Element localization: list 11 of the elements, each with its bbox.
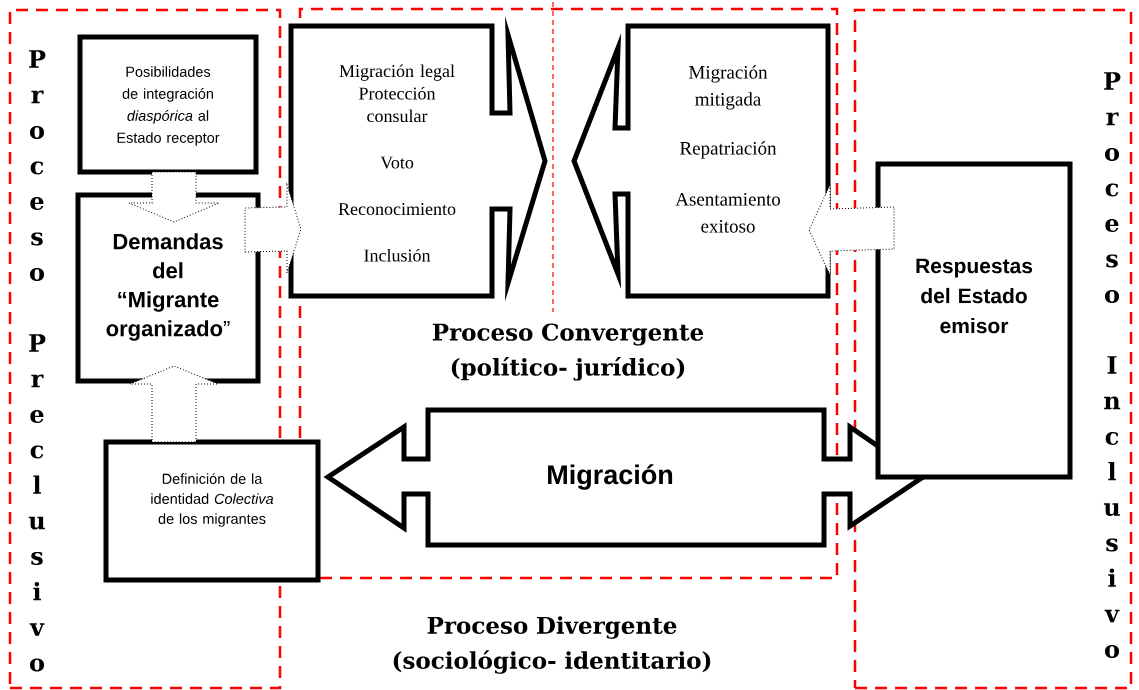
- chevron-box: Migración mitigada Repatriación Asentamiento exitoso: [571, 23, 831, 299]
- region-heading: Proceso Divergente (sociológico- identitario): [393, 616, 711, 674]
- text-box: Respuestas del Estado emisor: [875, 161, 1073, 480]
- text-box: Demandas del “Migrante organizado”: [75, 192, 261, 384]
- text-box: Definición de la identidad Colectiva de los migrantes: [103, 439, 321, 583]
- text-box: Posibilidades de integración diaspórica al Estado receptor: [77, 34, 259, 175]
- block-arrow: [129, 365, 219, 443]
- block-arrow: [128, 171, 220, 223]
- block-arrow: [244, 184, 302, 274]
- block-arrow: [808, 184, 895, 276]
- chevron-box: Migración legal Protección consular Voto Reconocimiento Inclusión: [288, 15, 548, 302]
